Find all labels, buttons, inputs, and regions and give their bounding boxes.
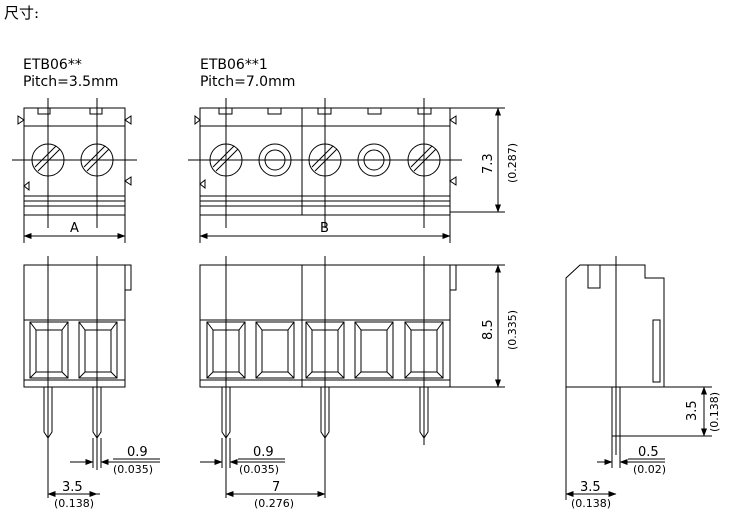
left-part-number: ETB06**	[23, 57, 82, 73]
dim-pin-left-mm: 0.9	[127, 445, 148, 460]
dim-pin-side-in: (0.02)	[633, 463, 666, 476]
right-pitch-label: Pitch=7.0mm	[200, 74, 296, 90]
left-front-view	[23, 256, 160, 498]
dim-pin-mid-in: (0.035)	[239, 463, 279, 476]
dim-pin-left-in: (0.035)	[113, 463, 153, 476]
dim-pitch-left-mm: 3.5	[62, 480, 83, 495]
right-front-view	[199, 256, 505, 498]
dim-pitch-side-mm: 3.5	[580, 480, 601, 495]
right-top-view	[188, 98, 505, 243]
dim-height-top-mm: 7.3	[481, 153, 496, 174]
dim-pitch-mid-in: (0.276)	[254, 497, 294, 510]
dim-pitch-side-in: (0.138)	[571, 497, 611, 510]
dim-pitch-mid-mm: 7	[272, 480, 280, 495]
left-top-view	[12, 98, 137, 243]
dim-pitch-left-in: (0.138)	[54, 497, 94, 510]
right-part-number: ETB06**1	[200, 57, 268, 73]
dim-b-label: B	[320, 221, 329, 236]
dim-height-body-in: (0.335)	[506, 310, 519, 350]
left-pitch-label: Pitch=3.5mm	[23, 74, 119, 90]
dimension-title: 尺寸:	[4, 4, 40, 22]
dim-height-body-mm: 8.5	[481, 319, 496, 340]
side-view	[565, 256, 712, 500]
dim-height-top-in: (0.287)	[506, 143, 519, 183]
dim-pin-side-mm: 0.5	[638, 445, 659, 460]
dim-pin-mid-mm: 0.9	[253, 445, 274, 460]
dim-a-label: A	[70, 221, 79, 236]
dim-pin-length-mm: 3.5	[685, 400, 700, 421]
dim-pin-length-in: (0.138)	[708, 392, 721, 432]
